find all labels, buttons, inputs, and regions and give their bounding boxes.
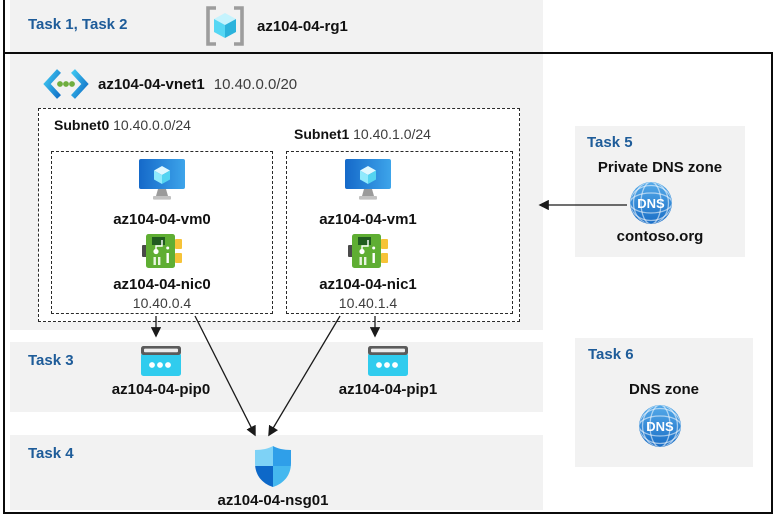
subnet1-nodes: az104-04-vm1 az104-04-nic — [287, 159, 449, 311]
task-3-label: Task 3 — [28, 352, 74, 369]
virtual-network-icon — [43, 69, 89, 99]
subnet0-label: Subnet0 10.40.0.0/24 — [54, 117, 191, 133]
task-3-band: Task 3 az104-04-pip0 az104-04-pip1 — [10, 342, 543, 412]
task-1-2-band: Task 1, Task 2 az104-04-rg1 — [10, 0, 543, 52]
dns-icon-text: DNS — [646, 419, 674, 434]
subnet0-box: az104-04-vm0 az104-04-nic — [51, 151, 273, 314]
private-dns-zone-title: Private DNS zone — [597, 159, 723, 176]
nic1-name: az104-04-nic1 — [319, 276, 417, 293]
vm1-name: az104-04-vm1 — [319, 211, 417, 228]
subnets-outer-box: Subnet0 10.40.0.0/24 Subnet1 10.40.1.0/2… — [38, 108, 520, 322]
private-dns-zone-name: contoso.org — [616, 228, 704, 245]
nsg-node: az104-04-nsg01 — [208, 444, 338, 509]
task-6-label: Task 6 — [588, 346, 634, 363]
nsg-name: az104-04-nsg01 — [217, 492, 329, 509]
subnet1-label: Subnet1 10.40.1.0/24 — [294, 126, 431, 142]
dns-icon-text: DNS — [637, 196, 665, 211]
subnet0-name: Subnet0 — [54, 117, 110, 133]
pip0-name: az104-04-pip0 — [111, 381, 211, 398]
pip1-name: az104-04-pip1 — [338, 381, 438, 398]
public-ip-icon — [368, 346, 408, 376]
subnet0-nodes: az104-04-vm0 az104-04-nic — [52, 159, 272, 311]
subnet1-box: az104-04-vm1 az104-04-nic — [286, 151, 513, 314]
vnet-region: az104-04-vnet1 10.40.0.0/20 Subnet0 10.4… — [10, 54, 543, 330]
network-interface-icon — [142, 234, 182, 268]
nic0-name: az104-04-nic0 — [113, 276, 211, 293]
subnet1-cidr: 10.40.1.0/24 — [353, 126, 431, 142]
dns-zone-globe-icon: DNS — [630, 182, 672, 224]
resource-group-icon — [206, 6, 244, 46]
public-ip-icon — [141, 346, 181, 376]
vm0-name: az104-04-vm0 — [113, 211, 211, 228]
vnet-name: az104-04-vnet1 — [98, 75, 205, 93]
nic1-ip: 10.40.1.4 — [338, 295, 398, 311]
task-4-label: Task 4 — [28, 445, 74, 462]
virtual-machine-icon — [345, 159, 391, 200]
task-6-box: Task 6 DNS zone DNS — [575, 338, 753, 467]
vnet-cidr: 10.40.0.0/20 — [213, 75, 298, 93]
vnet-header: az104-04-vnet1 10.40.0.0/20 — [43, 68, 297, 100]
task-5-label: Task 5 — [587, 134, 633, 151]
dns-zone-globe-icon: DNS — [639, 405, 681, 447]
subnet0-cidr: 10.40.0.0/24 — [113, 117, 191, 133]
subnet1-name: Subnet1 — [294, 126, 350, 142]
diagram-border-left — [3, 0, 5, 54]
nic0-ip: 10.40.0.4 — [132, 295, 192, 311]
resource-group-node: az104-04-rg1 — [203, 5, 348, 47]
pip0-node: az104-04-pip0 — [96, 346, 226, 398]
virtual-machine-icon — [139, 159, 185, 200]
task-1-2-label: Task 1, Task 2 — [28, 16, 128, 33]
pip1-node: az104-04-pip1 — [323, 346, 453, 398]
resource-group-name: az104-04-rg1 — [257, 17, 348, 35]
network-interface-icon — [348, 234, 388, 268]
task-5-box: Task 5 Private DNS zone DNS contoso.org — [575, 126, 745, 257]
task-4-band: Task 4 az104-04-nsg01 — [10, 435, 543, 510]
network-security-group-shield-icon — [255, 446, 291, 487]
dns-zone-title: DNS zone — [628, 381, 699, 398]
